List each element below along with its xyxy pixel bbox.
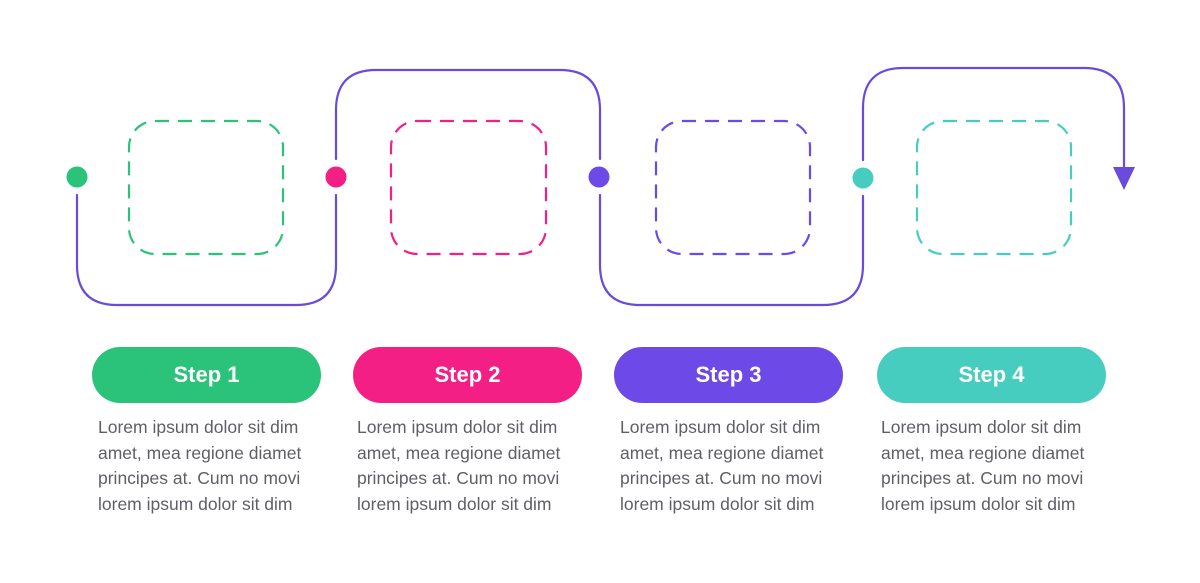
step-3-node <box>588 166 610 188</box>
step-2-label: Step 2 <box>434 362 501 387</box>
step-1-button[interactable]: Step 1 <box>92 347 321 403</box>
step-4-description: Lorem ipsum dolor sit dim amet, mea regi… <box>881 417 1085 514</box>
step-3-icon-placeholder <box>654 119 812 256</box>
step-4-label: Step 4 <box>958 362 1025 387</box>
connector-line <box>75 66 1126 307</box>
step-1-label: Step 1 <box>173 362 240 387</box>
step-2-description: Lorem ipsum dolor sit dim amet, mea regi… <box>357 417 561 514</box>
step-2-button[interactable]: Step 2 <box>353 347 582 403</box>
step-1-icon-placeholder <box>127 119 285 256</box>
step-1-description: Lorem ipsum dolor sit dim amet, mea regi… <box>98 417 302 514</box>
step-4-node <box>852 167 874 189</box>
step-4-button[interactable]: Step 4 <box>877 347 1106 403</box>
step-3-description: Lorem ipsum dolor sit dim amet, mea regi… <box>620 417 824 514</box>
step-3-label: Step 3 <box>695 362 762 387</box>
step-4-icon-placeholder <box>915 119 1073 256</box>
step-1-node <box>66 166 88 188</box>
step-2-node <box>325 166 347 188</box>
step-2-icon-placeholder <box>389 119 548 256</box>
step-3-button[interactable]: Step 3 <box>614 347 843 403</box>
arrow-head-icon <box>1113 167 1135 190</box>
